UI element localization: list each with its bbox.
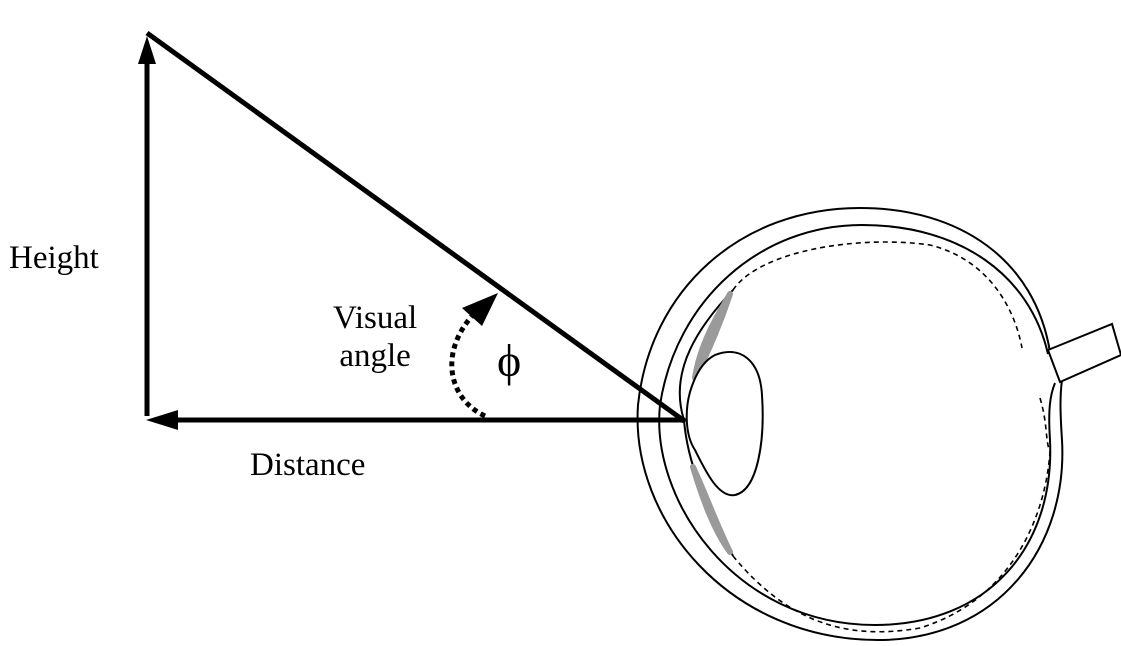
distance-label: Distance: [250, 447, 366, 483]
eyeball: [636, 206, 1064, 642]
visual-angle-label-line2: angle: [339, 337, 411, 374]
optic-nerve: [1046, 322, 1121, 384]
line-of-sight: [145, 30, 685, 423]
retina: [732, 241, 1051, 633]
phi-symbol: ϕ: [497, 335, 522, 386]
height-arrow: [138, 36, 156, 416]
distance-arrow: [146, 410, 683, 430]
focal-point: [680, 417, 686, 423]
lens: [685, 350, 764, 497]
visual-angle-label: Visual angle: [333, 300, 417, 376]
visual-angle-arc: [449, 293, 498, 419]
height-label: Height: [9, 240, 99, 276]
sclera-inner: [658, 223, 1056, 627]
visual-angle-label-line1: Visual: [333, 300, 418, 336]
